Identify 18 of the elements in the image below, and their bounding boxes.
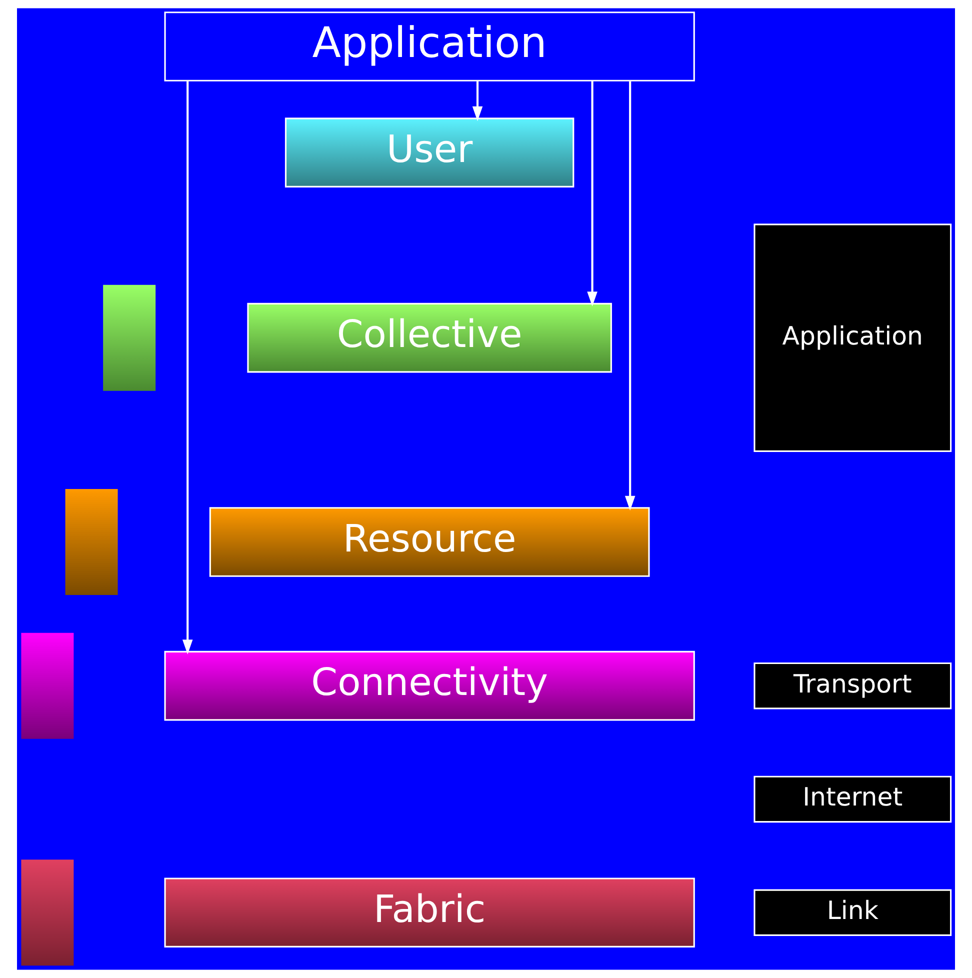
node-box: User (284, 118, 574, 188)
node-box: Fabric (164, 878, 695, 948)
arrow (624, 81, 636, 511)
node-bar (21, 632, 74, 739)
node-bar (103, 284, 156, 391)
node-box: Application (164, 12, 695, 82)
node-box: Application (754, 224, 952, 452)
node-box: Link (754, 889, 952, 936)
arrow (587, 81, 598, 306)
node-box: Transport (754, 662, 952, 710)
arrow (472, 81, 483, 122)
arrow (182, 81, 193, 654)
node-bar (65, 489, 118, 596)
node-box: Connectivity (164, 650, 695, 721)
node-box: Resource (209, 507, 650, 577)
node-bar (21, 860, 74, 966)
node-box: Internet (754, 776, 952, 823)
node-box: Collective (247, 302, 612, 373)
